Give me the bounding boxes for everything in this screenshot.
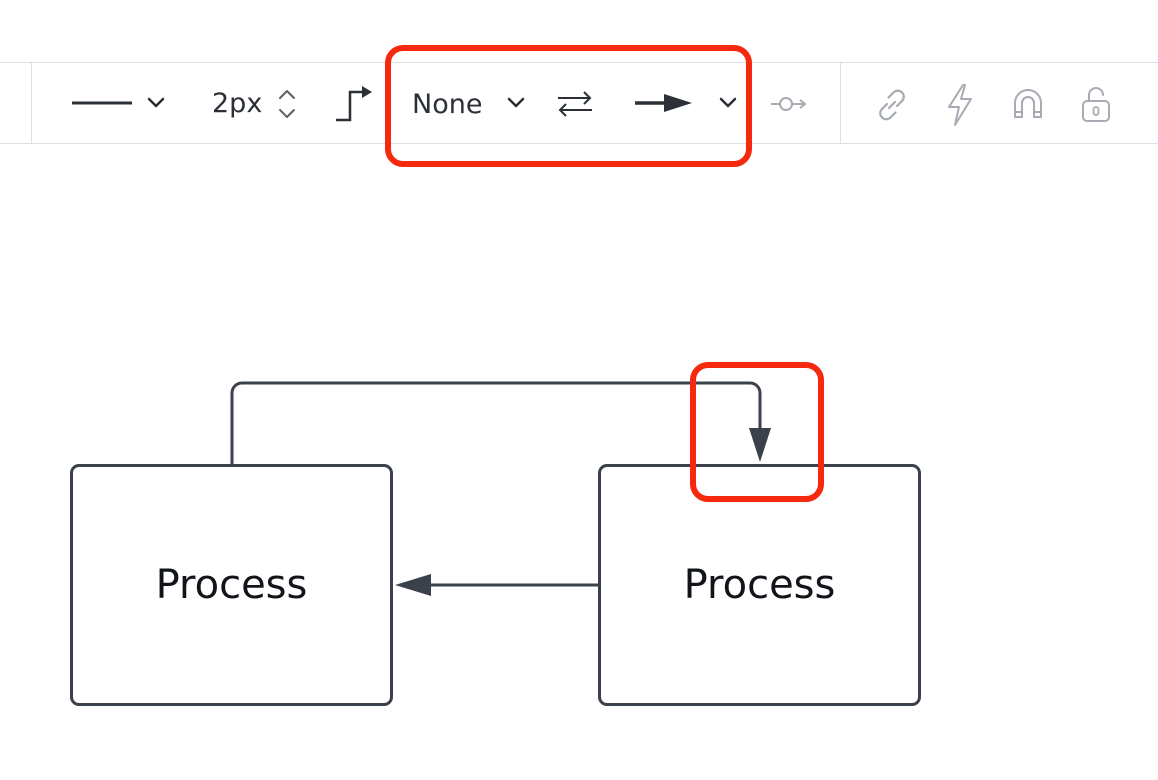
magnet-button[interactable] [1006,83,1050,127]
chevron-down-icon [719,97,737,108]
link-button[interactable] [870,83,914,127]
line-width-value: 2px [212,88,263,119]
action-button[interactable] [938,81,982,129]
toolbar-divider [31,63,32,143]
link-icon [879,89,905,121]
chevron-down-icon [507,97,525,108]
connection-point-button[interactable] [766,89,814,119]
process-node-label: Process [683,562,836,608]
magnet-icon [1014,89,1042,118]
edge-style-toolbar: 2px None [0,62,1158,144]
swap-arrows-button[interactable] [550,83,600,123]
up-down-stepper-icon [279,90,295,118]
line-style-dropdown[interactable] [66,83,176,123]
diagram-canvas: Process Process [0,144,1158,780]
edge-arrow-head [749,428,771,462]
edge-arrow-head [395,574,431,596]
connection-point-icon [771,97,807,111]
lightning-icon [948,84,972,126]
chevron-down-icon [147,97,165,108]
arrow-head-icon [635,94,692,112]
process-node-right[interactable]: Process [598,464,921,706]
swap-arrows-icon [558,91,592,117]
orthogonal-connector-icon [336,86,372,122]
edge-top-loop [230,381,771,465]
waypoint-style-button[interactable] [330,81,376,125]
toolbar-divider [840,63,841,143]
unlock-icon [1082,87,1110,122]
start-arrow-dropdown[interactable]: None [406,81,536,125]
lock-button[interactable] [1074,81,1118,129]
line-width-stepper[interactable]: 2px [206,81,306,125]
process-node-label: Process [155,562,308,608]
start-arrow-value: None [412,89,483,120]
edge-straight [395,574,600,596]
end-arrow-dropdown[interactable] [630,83,742,123]
process-node-left[interactable]: Process [70,464,393,706]
